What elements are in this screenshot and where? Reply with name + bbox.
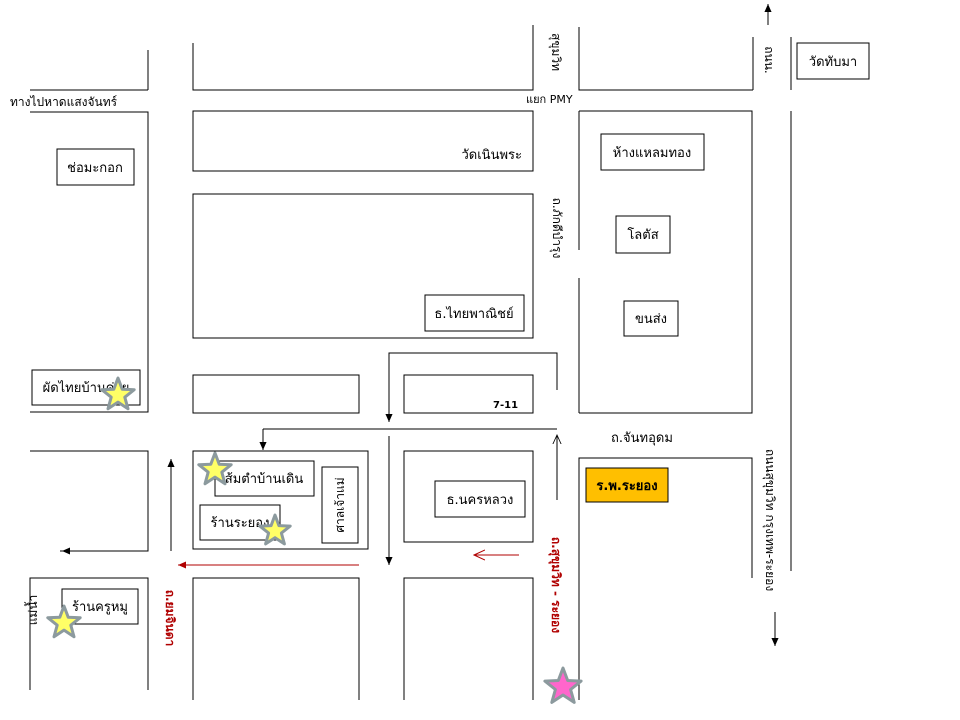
chomkok-label: ช่อมะกอก [67, 161, 123, 176]
river-label: แม่น้ำ [24, 595, 40, 626]
lotus-box[interactable]: โลตัส [615, 215, 671, 254]
road-left-bottom-red-label: ถ.ยมจินดา [163, 590, 177, 647]
nakhonluang-label: ธ.นครหลวง [447, 493, 514, 508]
star-pink-icon[interactable] [543, 666, 583, 704]
seven-eleven-label: 7-11 [493, 400, 518, 411]
chomkok-box[interactable]: ช่อมะกอก [56, 148, 135, 186]
star-markers [46, 376, 583, 704]
wat-thapma-box[interactable]: วัดทับมา [796, 42, 870, 80]
nakhonluang-box[interactable]: ธ.นครหลวง [434, 480, 526, 518]
to-beach-label: ทางไปหาดแสงจันทร์ [10, 95, 118, 109]
star-icon[interactable] [197, 451, 233, 486]
road-center-bottom-red-label: ถ.สุขุมวิท - ระยอง [548, 537, 563, 633]
hospital-box[interactable]: ร.พ.ระยอง [585, 467, 669, 503]
road-edges [29, 25, 792, 700]
wat-thapma-label: วัดทับมา [809, 55, 857, 70]
rayong-shop-box[interactable]: ร้านระยอง [199, 504, 281, 541]
star-icon[interactable] [100, 376, 136, 411]
laemthong-label: ห้างแหลมทอง [613, 146, 691, 161]
somtam-box[interactable]: ส้มตำบ้านเดิน [214, 460, 315, 497]
star-icon[interactable] [258, 513, 292, 546]
road-right-vertical-label: ถนนสุขุมวิท กรุงเทพ-ระยอง [762, 449, 777, 591]
shrine-box[interactable]: ศาลเจ้าแม่ [321, 466, 359, 544]
pmy-junction-label: แยก PMY [526, 93, 573, 106]
wat-noen-phra-label: วัดเนินพระ [462, 148, 523, 163]
lotus-label: โลตัส [627, 227, 658, 243]
thai-panich-label: ธ.ไทยพาณิชย์ [434, 306, 513, 322]
laemthong-box[interactable]: ห้างแหลมทอง [600, 133, 705, 171]
shrine-label: ศาลเจ้าแม่ [333, 477, 347, 532]
kruumoo-label: ร้านครูหมู [72, 600, 128, 615]
rayong-shop-label: ร้านระยอง [211, 516, 270, 531]
somtam-label: ส้มตำบ้านเดิน [225, 472, 304, 487]
road-top-right-label: ถนน. [762, 46, 776, 74]
hospital-label: ร.พ.ระยอง [596, 479, 657, 494]
star-icon[interactable] [46, 604, 82, 639]
khonsong-box[interactable]: ขนส่ง [623, 300, 679, 337]
road-center-mid-label: ถ.ภักดีบำรุง [549, 198, 564, 259]
khonsong-label: ขนส่ง [635, 312, 667, 327]
direction-arrows [61, 4, 779, 646]
thai-panich-box[interactable]: ธ.ไทยพาณิชย์ [424, 294, 525, 332]
road-top-center-label: สุขุมวิท [548, 33, 563, 71]
chan-udom-road-label: ถ.จันทอุดม [611, 431, 673, 446]
